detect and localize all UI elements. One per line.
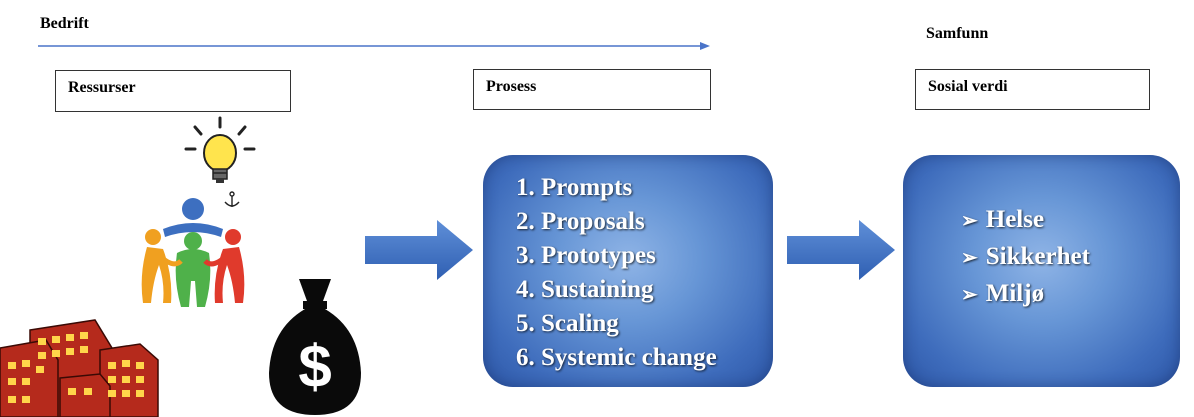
bullet-arrow-icon: ➢ [961,210,978,232]
buildings-icon [0,319,159,417]
dollar-symbol: $ [298,333,331,400]
bedrift-label: Bedrift [40,15,89,32]
ressurser-box: Ressurser [55,70,291,112]
social-value-label: Miljø [985,280,1045,307]
social-value-label: Helse [985,206,1045,233]
bullet-arrow-icon: ➢ [961,247,978,269]
process-steps-list: 1. Prompts 2. Proposals 3. Prototypes 4.… [516,171,717,375]
people-circle-icon [141,198,245,307]
social-value-label: Sikkerhet [985,243,1090,270]
process-step: 3. Prototypes [516,242,656,269]
social-value-item: ➢ Miljø [961,276,1090,313]
prosess-box: Prosess [473,69,711,110]
anchor-icon [224,191,240,207]
process-steps-box: 1. Prompts 2. Proposals 3. Prototypes 4.… [483,155,773,387]
process-step: 4. Sustaining [516,276,654,303]
process-step: 6. Systemic change [516,344,717,371]
lightbulb-icon [184,116,256,183]
process-step: 1. Prompts [516,174,633,201]
social-value-item: ➢ Sikkerhet [961,239,1090,276]
money-bag-icon: $ [269,279,361,415]
social-value-box: ➢ Helse ➢ Sikkerhet ➢ Miljø [903,155,1180,387]
process-step: 5. Scaling [516,310,619,337]
social-value-list: ➢ Helse ➢ Sikkerhet ➢ Miljø [961,202,1090,313]
sosial-verdi-box: Sosial verdi [915,69,1150,110]
process-step: 2. Proposals [516,208,645,235]
bullet-arrow-icon: ➢ [961,284,978,306]
samfunn-label: Samfunn [926,25,989,42]
social-value-item: ➢ Helse [961,202,1090,239]
block-arrow-icon [787,220,895,280]
block-arrow-icon [365,220,473,280]
